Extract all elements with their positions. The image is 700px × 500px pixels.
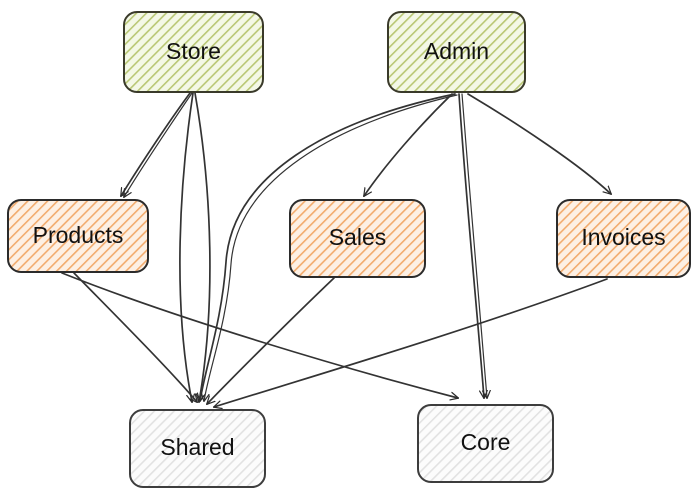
- edge-store-products: [121, 92, 191, 196]
- edge-admin-shared-b: [204, 94, 458, 401]
- node-sales[interactable]: Sales: [289, 199, 426, 278]
- edge-products-shared: [73, 272, 197, 402]
- node-shared-shape[interactable]: [129, 409, 266, 488]
- edge-admin-core: [458, 93, 484, 398]
- edge-admin-sales: [364, 93, 453, 196]
- node-admin[interactable]: Admin: [387, 11, 526, 93]
- edge-invoices-shared: [214, 278, 608, 407]
- edges-layer: [61, 92, 611, 407]
- node-core-shape[interactable]: [417, 404, 554, 483]
- node-sales-shape[interactable]: [289, 199, 426, 278]
- nodes-layer: Store Admin Products Sales Invoices Shar…: [7, 11, 691, 488]
- edge-store-shared-b: [194, 92, 211, 402]
- node-core[interactable]: Core: [417, 404, 554, 483]
- edge-store-shared-a: [179, 92, 193, 402]
- node-invoices[interactable]: Invoices: [556, 199, 691, 278]
- edge-store-products-dup: [124, 92, 193, 197]
- edge-sales-shared: [207, 277, 335, 404]
- node-store[interactable]: Store: [123, 11, 264, 93]
- edge-admin-shared-a: [200, 93, 456, 401]
- node-products-shape[interactable]: [7, 199, 149, 273]
- node-products[interactable]: Products: [7, 199, 149, 273]
- node-store-shape[interactable]: [123, 11, 264, 93]
- node-invoices-shape[interactable]: [556, 199, 691, 278]
- edge-admin-invoices: [467, 93, 611, 194]
- node-admin-shape[interactable]: [387, 11, 526, 93]
- edge-products-core: [61, 272, 458, 398]
- edge-admin-core-dup: [461, 93, 487, 398]
- node-shared[interactable]: Shared: [129, 409, 266, 488]
